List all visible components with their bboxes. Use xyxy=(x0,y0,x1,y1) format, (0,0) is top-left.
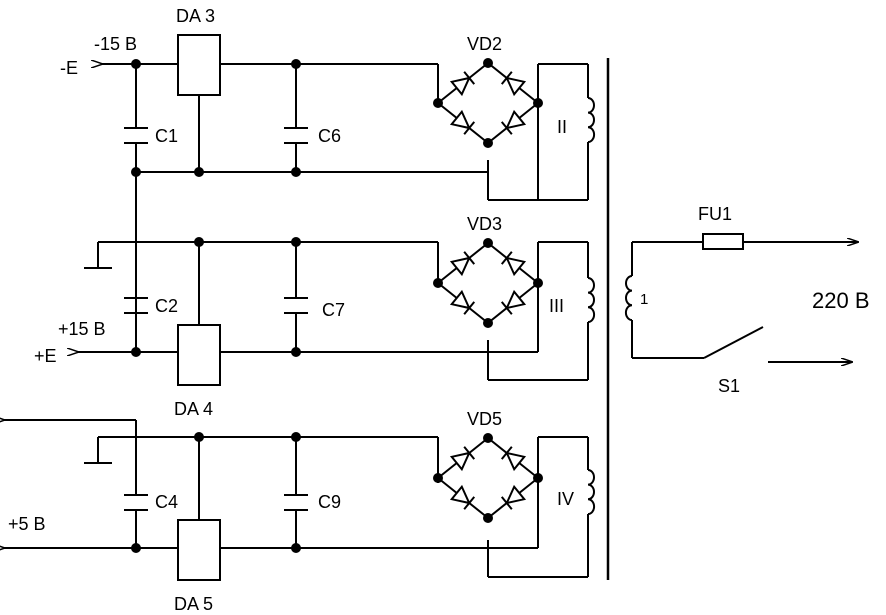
primary-coil xyxy=(624,275,633,321)
label-c1: C1 xyxy=(155,126,178,146)
label-mains-voltage: 220 B xyxy=(812,288,870,313)
winding-iii-coil xyxy=(587,277,596,323)
label-primary-winding: 1 xyxy=(640,291,648,308)
fuse-fu1 xyxy=(702,233,744,250)
label-s1: S1 xyxy=(718,376,740,396)
label-c6: C6 xyxy=(318,126,341,146)
label-da3: DA 3 xyxy=(176,6,215,26)
label-c7: C7 xyxy=(322,300,345,320)
winding-ii-coil xyxy=(587,97,596,143)
label-plus15: +15 B xyxy=(58,319,106,339)
winding-iv-coil xyxy=(587,469,596,515)
label-da4: DA 4 xyxy=(174,399,213,419)
label-plus-e: +E xyxy=(34,346,57,366)
transformer xyxy=(587,58,633,580)
switch-s1 xyxy=(703,326,764,359)
section-plus5 xyxy=(4,420,589,581)
mains-input xyxy=(632,233,858,362)
label-winding-iv: IV xyxy=(557,489,574,509)
label-winding-iii: III xyxy=(549,296,564,316)
label-c9: C9 xyxy=(318,492,341,512)
section-minus15 xyxy=(102,34,589,352)
regulator-da4 xyxy=(177,324,221,386)
label-vd3: VD3 xyxy=(467,214,502,234)
section-plus15 xyxy=(78,237,589,386)
label-c2: C2 xyxy=(155,296,178,316)
label-minus15: -15 B xyxy=(94,34,137,54)
regulator-da5 xyxy=(177,519,221,581)
label-fu1: FU1 xyxy=(698,204,732,224)
label-c4: C4 xyxy=(155,492,178,512)
label-da5: DA 5 xyxy=(174,594,213,614)
label-vd5: VD5 xyxy=(467,409,502,429)
regulator-da3 xyxy=(177,34,221,96)
label-vd2: VD2 xyxy=(467,34,502,54)
label-plus5: +5 B xyxy=(8,514,46,534)
label-winding-ii: II xyxy=(557,117,567,137)
label-minus-e: -E xyxy=(60,58,78,78)
